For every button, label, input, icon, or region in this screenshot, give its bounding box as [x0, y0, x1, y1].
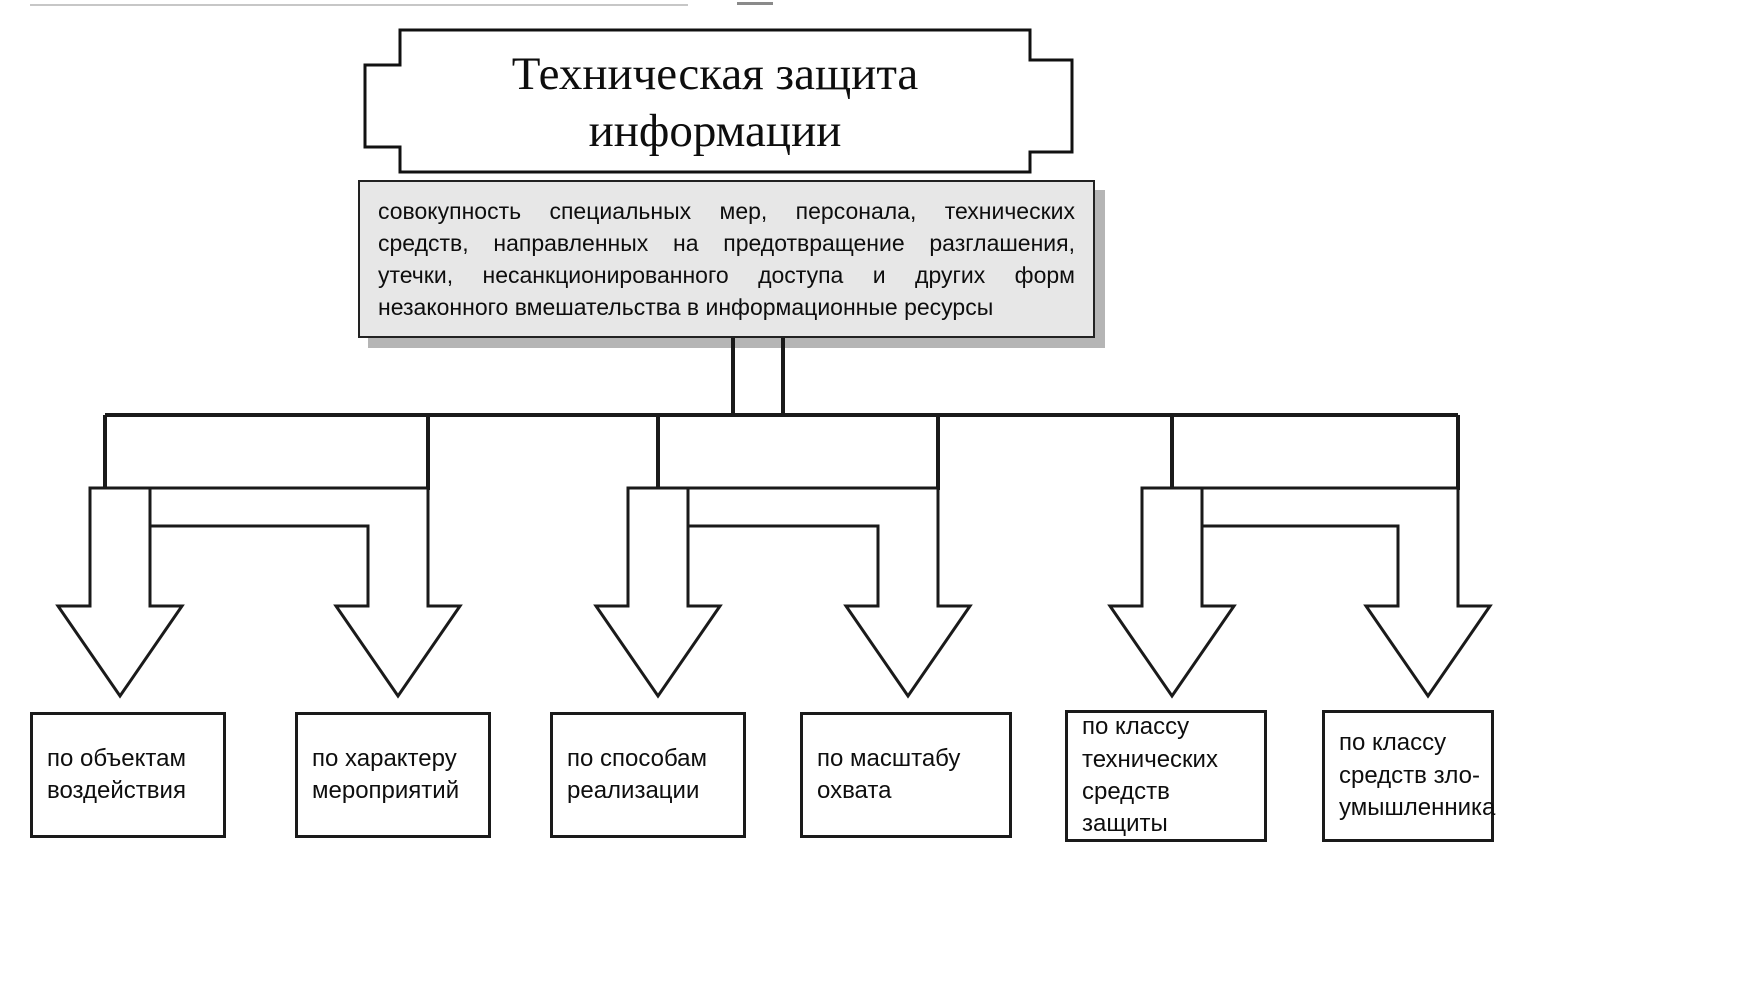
category-box: по масштабу охвата	[800, 712, 1012, 838]
down-arrow	[55, 486, 185, 699]
definition-text: совокупность специальных мер, персонала,…	[378, 197, 1075, 321]
category-label: по масштабу охвата	[817, 744, 961, 804]
connector-line	[103, 338, 1460, 490]
category-label: по объектам воздействия	[47, 744, 186, 804]
down-arrow	[1200, 486, 1493, 699]
connector-arrows	[55, 338, 1493, 699]
top-artifact-mark	[737, 2, 773, 5]
top-artifact-line	[30, 4, 688, 6]
category-box: по характеру мероприятий	[295, 712, 491, 838]
category-box: по объектам воздействия	[30, 712, 226, 838]
plaque-outline	[363, 28, 1074, 174]
down-arrow	[593, 486, 723, 699]
down-arrow	[1107, 486, 1237, 699]
down-arrow	[686, 486, 973, 699]
category-label: по характеру мероприятий	[312, 744, 460, 804]
category-box: по способам реализации	[550, 712, 746, 838]
category-label: по классу технических средств защиты	[1082, 713, 1218, 838]
category-label: по способам реализации	[567, 744, 708, 804]
down-arrow	[148, 486, 463, 699]
title-plaque-shape	[363, 28, 1074, 174]
category-box: по классу средств зло- умышленника	[1322, 710, 1495, 842]
category-box: по классу технических средств защиты	[1065, 710, 1267, 842]
definition-box: совокупность специальных мер, персонала,…	[358, 180, 1095, 338]
category-label: по классу средств зло- умышленника	[1339, 729, 1496, 822]
diagram-title: Техническая защита информации	[511, 48, 919, 158]
